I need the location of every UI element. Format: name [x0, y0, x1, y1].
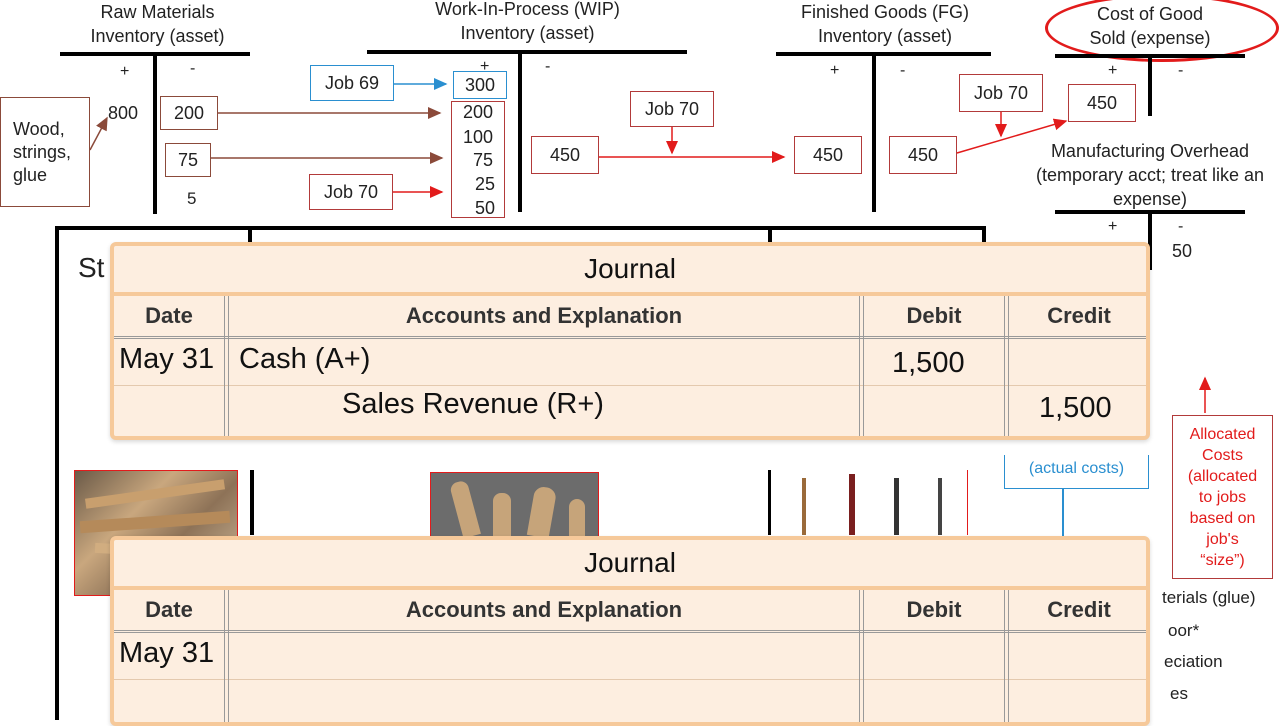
actual-costs-label: (actual costs) — [1028, 460, 1125, 477]
lower-frame-left — [55, 226, 59, 720]
cogs-plus: + — [1108, 62, 1118, 79]
col-separator — [224, 296, 229, 436]
wip-minus: - — [545, 58, 551, 75]
col-separator — [859, 590, 864, 722]
rm-credit-75: 75 — [165, 143, 211, 177]
allocated-costs-label: Allocated Costs (allocated to jobs based… — [1172, 415, 1273, 579]
wip-t-vertical — [518, 50, 522, 212]
wip-credit-450: 450 — [531, 136, 599, 174]
wip-debit-50: 50 — [475, 198, 496, 218]
col-separator — [1004, 296, 1009, 436]
cost-item-3: eciation — [1164, 652, 1223, 671]
entry-credit[interactable]: 1,500 — [1039, 392, 1112, 424]
col-header-debit: Debit — [906, 303, 962, 328]
journal-row: Sales Revenue (R+) 1,500 — [114, 386, 1146, 432]
lower-divider-1 — [248, 226, 252, 246]
cost-item-2: oor* — [1168, 621, 1200, 640]
wip-debit-200: 200 — [463, 102, 494, 122]
lower-frame-top — [55, 226, 985, 230]
moh-minus: - — [1178, 218, 1184, 235]
guitar-bodies-photo — [430, 472, 599, 538]
actual-costs-box: (actual costs) — [1004, 455, 1149, 489]
col-header-accounts: Accounts and Explanation — [405, 303, 683, 328]
job70-cogs-label: Job 70 — [959, 74, 1043, 112]
wip-debit-100: 100 — [463, 127, 494, 147]
fg-t-vertical — [872, 52, 876, 212]
col-header-date: Date — [145, 597, 193, 622]
journal-panel-1: Journal Date Accounts and Explanation De… — [110, 242, 1150, 440]
cogs-debit-450: 450 — [1068, 84, 1136, 122]
moh-plus: + — [1108, 218, 1118, 235]
journal-header-row: Date Accounts and Explanation Debit Cred… — [114, 590, 1146, 633]
journal-header-row: Date Accounts and Explanation Debit Cred… — [114, 296, 1146, 339]
cost-item-4: es — [1170, 684, 1188, 703]
raw-materials-title: Raw Materials Inventory (asset) — [90, 2, 225, 46]
wip-debit-25: 25 — [475, 174, 496, 194]
rm-plus: + — [120, 63, 130, 80]
wip-debit-300: 300 — [453, 71, 507, 99]
fg-debit-450: 450 — [794, 136, 862, 174]
wip-title: Work-In-Process (WIP) Inventory (asset) — [435, 0, 620, 43]
cost-item-1: terials (glue) — [1162, 588, 1256, 607]
fg-plus: + — [830, 62, 840, 79]
arrow-fg-to-cogs — [956, 118, 1068, 154]
rm-minus: - — [190, 60, 196, 77]
job70-fg-label: Job 70 — [630, 91, 714, 127]
fg-minus: - — [900, 62, 906, 79]
fg-t-horizontal — [776, 52, 991, 56]
entry-account[interactable]: Sales Revenue (R+) — [342, 388, 604, 420]
col-separator — [859, 296, 864, 436]
journal-row: May 31 — [114, 633, 1146, 680]
photo-divider-a — [250, 470, 254, 535]
col-header-accounts: Accounts and Explanation — [405, 597, 683, 622]
wip-job70-box — [451, 101, 505, 218]
entry-date[interactable]: May 31 — [119, 343, 215, 375]
cogs-t-vertical — [1148, 54, 1152, 116]
moh-credit-value: 50 — [1172, 241, 1193, 261]
rm-credit-200: 200 — [160, 96, 218, 130]
col-header-credit: Credit — [1047, 597, 1111, 622]
actual-costs-connector — [1062, 489, 1064, 539]
entry-account[interactable]: Cash (A+) — [239, 343, 371, 375]
journal-row: May 31 Cash (A+) 1,500 — [114, 339, 1146, 386]
col-separator — [1004, 590, 1009, 722]
partial-heading: St — [78, 252, 105, 283]
journal-title: Journal — [114, 540, 1146, 590]
moh-t-vertical — [1148, 210, 1152, 270]
rm-source-label: Wood, strings, glue — [0, 97, 90, 207]
fg-title: Finished Goods (FG) Inventory (asset) — [800, 2, 970, 46]
col-separator — [224, 590, 229, 722]
photo-divider-b — [768, 470, 771, 535]
rm-debit-value: 800 — [108, 103, 139, 123]
col-header-debit: Debit — [906, 597, 962, 622]
job70-wip-label: Job 70 — [309, 174, 393, 210]
entry-date[interactable]: May 31 — [119, 637, 215, 669]
lower-divider-2 — [768, 226, 772, 246]
arrow-materials-to-rm — [89, 116, 108, 151]
rm-credit-5: 5 — [187, 189, 197, 208]
wip-t-horizontal — [367, 50, 687, 54]
wip-debit-75: 75 — [473, 150, 494, 170]
col-header-credit: Credit — [1047, 303, 1111, 328]
col-header-date: Date — [145, 303, 193, 328]
entry-debit[interactable]: 1,500 — [892, 347, 965, 379]
journal-row — [114, 680, 1146, 726]
job69-label: Job 69 — [310, 65, 394, 101]
journal-title: Journal — [114, 246, 1146, 296]
cogs-highlight-ellipse — [1045, 0, 1279, 62]
rm-t-vertical — [153, 52, 157, 214]
finished-guitars-photo — [774, 470, 968, 535]
moh-title: Manufacturing Overhead (temporary acct; … — [1035, 141, 1265, 209]
journal-panel-2: Journal Date Accounts and Explanation De… — [110, 536, 1150, 726]
wip-plus: + — [480, 58, 490, 75]
cogs-minus: - — [1178, 62, 1184, 79]
fg-credit-450: 450 — [889, 136, 957, 174]
